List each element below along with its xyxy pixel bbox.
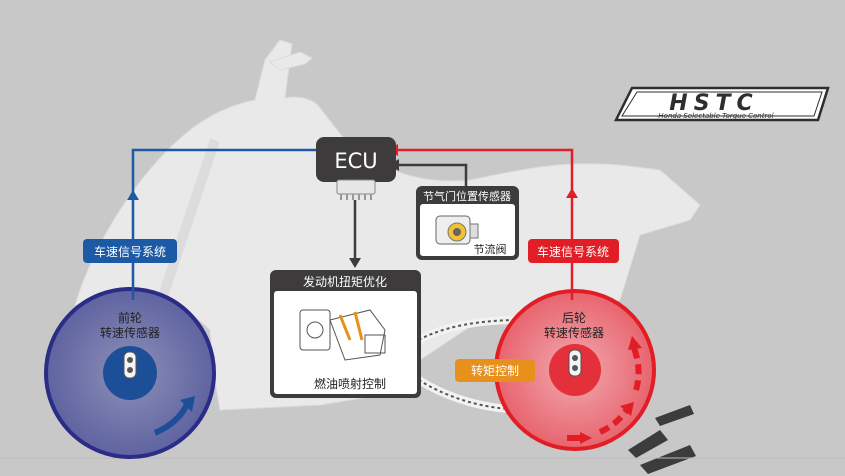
- hstc-logo-tagline: Honda Selectable Torque Control: [658, 112, 773, 120]
- front-sensor-label-line2: 转速传感器: [100, 325, 160, 340]
- engine-torque-panel: 发动机扭矩优化 燃油喷射控制: [270, 270, 421, 398]
- throttle-sensor-panel: 节气门位置传感器 节流阀: [416, 186, 519, 260]
- motion-lines: [628, 405, 696, 474]
- torque-control-badge: 转矩控制: [455, 359, 535, 382]
- front-signal-badge: 车速信号系统: [83, 239, 177, 263]
- throttle-caption: 节流阀: [474, 242, 507, 256]
- rear-signal-badge: 车速信号系统: [528, 239, 619, 263]
- front-rotation-arrowhead-icon: [180, 396, 195, 412]
- engine-torque-title: 发动机扭矩优化: [303, 274, 387, 289]
- front-speed-sensor: [123, 351, 137, 379]
- throttle-body-icon: [435, 215, 479, 245]
- rear-rotation-arrows-icon: [567, 336, 642, 444]
- rear-sensor-label-line2: 转速传感器: [544, 325, 604, 340]
- torque-control-label: 转矩控制: [471, 363, 519, 378]
- front-signal-label: 车速信号系统: [94, 244, 166, 259]
- throttle-to-ecu-line: [397, 163, 468, 186]
- front-sensor-label-line1: 前轮: [118, 310, 142, 325]
- fuel-injection-caption: 燃油喷射控制: [314, 376, 386, 391]
- ecu-to-engine-arrowhead-icon: [349, 258, 361, 268]
- scooter-silhouette: [74, 39, 701, 411]
- rear-signal-arrowhead-icon: [566, 188, 578, 198]
- ecu-label: ECU: [334, 149, 377, 173]
- rear-speed-sensor: [568, 349, 582, 377]
- rear-sensor-label-line1: 后轮: [562, 311, 586, 325]
- throttle-sensor-title: 节气门位置传感器: [423, 189, 511, 203]
- hstc-logo-mark: HSTC: [669, 91, 758, 116]
- ecu-unit: ECU: [316, 137, 396, 200]
- engine-illustration-icon: [299, 309, 386, 361]
- front-signal-arrowhead-icon: [127, 190, 139, 200]
- rear-signal-label: 车速信号系统: [537, 244, 609, 259]
- hstc-logo: HSTC Honda Selectable Torque Control: [613, 86, 830, 122]
- front-fork: [155, 138, 220, 307]
